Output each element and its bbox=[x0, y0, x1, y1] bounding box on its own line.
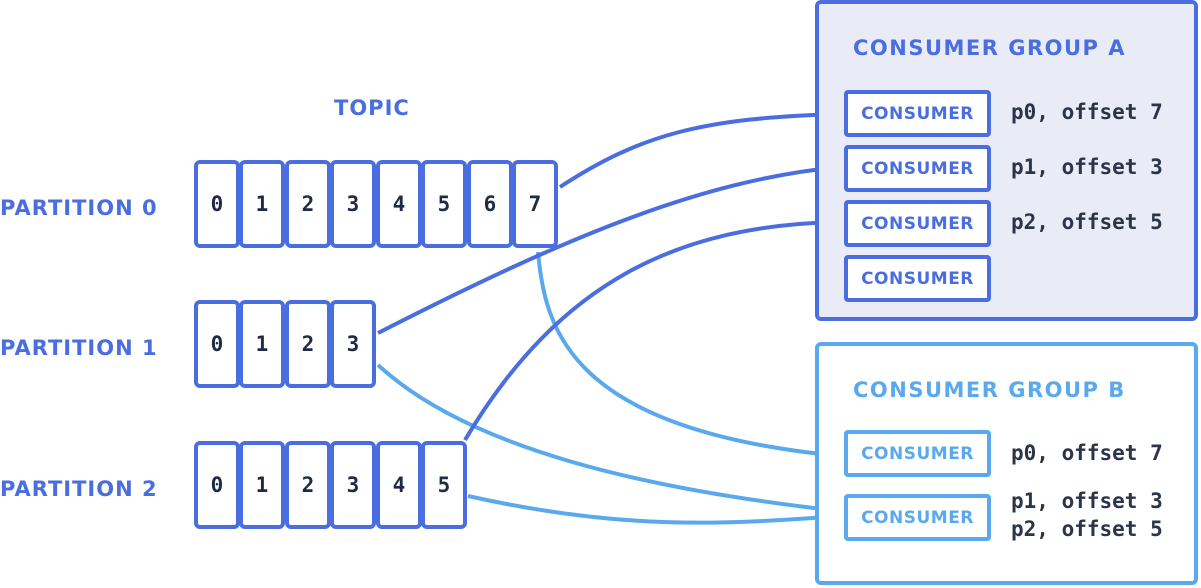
group-b-title: CONSUMER GROUP B bbox=[853, 378, 1126, 402]
partition-1-label: PARTITION 1 bbox=[0, 336, 158, 360]
arrow-p0-to-group-b bbox=[536, 251, 842, 461]
arrow-p2-to-group-a bbox=[463, 217, 842, 442]
group-a-consumer-2-offset: p1, offset 3 bbox=[1011, 155, 1163, 179]
partition-0-offset-cell: 7 bbox=[512, 160, 558, 248]
group-b-consumer-2: CONSUMER bbox=[844, 494, 991, 541]
partition-1-offset-cell: 0 bbox=[194, 300, 240, 388]
partition-0-offset-cell: 3 bbox=[330, 160, 376, 248]
partition-0-offset-cell: 2 bbox=[285, 160, 331, 248]
group-a-consumer-4: CONSUMER bbox=[844, 255, 991, 302]
group-a-consumer-2: CONSUMER bbox=[844, 145, 991, 192]
partition-2-offset-cell: 3 bbox=[330, 441, 376, 529]
partition-2-offset-cell: 5 bbox=[421, 441, 467, 529]
partition-2-offset-cell: 1 bbox=[239, 441, 285, 529]
partition-0-offset-cell: 0 bbox=[194, 160, 240, 248]
group-b-consumer-2-offset-p2: p2, offset 5 bbox=[1011, 517, 1163, 541]
group-a-consumer-1-offset: p0, offset 7 bbox=[1011, 100, 1163, 124]
arrow-p1-to-group-a bbox=[377, 162, 842, 335]
topic-label: TOPIC bbox=[334, 96, 410, 120]
partition-0-offset-cell: 5 bbox=[421, 160, 467, 248]
partition-0-offset-cell: 1 bbox=[239, 160, 285, 248]
partition-2-offset-cell: 0 bbox=[194, 441, 240, 529]
partition-2-offset-cell: 2 bbox=[285, 441, 331, 529]
group-a-consumer-3: CONSUMER bbox=[844, 200, 991, 247]
partition-0-label: PARTITION 0 bbox=[0, 196, 158, 220]
arrow-p2-to-group-b bbox=[467, 494, 842, 525]
partition-1-offset-cell: 2 bbox=[285, 300, 331, 388]
group-b-consumer-2-offset-p1: p1, offset 3 bbox=[1011, 489, 1163, 513]
group-a-title: CONSUMER GROUP A bbox=[853, 36, 1127, 60]
group-b-consumer-1-offset: p0, offset 7 bbox=[1011, 441, 1163, 465]
group-b-consumer-1: CONSUMER bbox=[844, 430, 991, 477]
arrow-p1-to-group-b bbox=[376, 363, 842, 516]
partition-0-offset-cell: 6 bbox=[467, 160, 513, 248]
partition-1-offset-cell: 1 bbox=[239, 300, 285, 388]
group-a-consumer-3-offset: p2, offset 5 bbox=[1011, 210, 1163, 234]
arrow-p0-to-group-a bbox=[558, 109, 842, 189]
partition-2-label: PARTITION 2 bbox=[0, 477, 158, 501]
group-a-consumer-1: CONSUMER bbox=[844, 90, 991, 137]
partition-0-offset-cell: 4 bbox=[376, 160, 422, 248]
partition-2-offset-cell: 4 bbox=[376, 441, 422, 529]
partition-1-offset-cell: 3 bbox=[330, 300, 376, 388]
